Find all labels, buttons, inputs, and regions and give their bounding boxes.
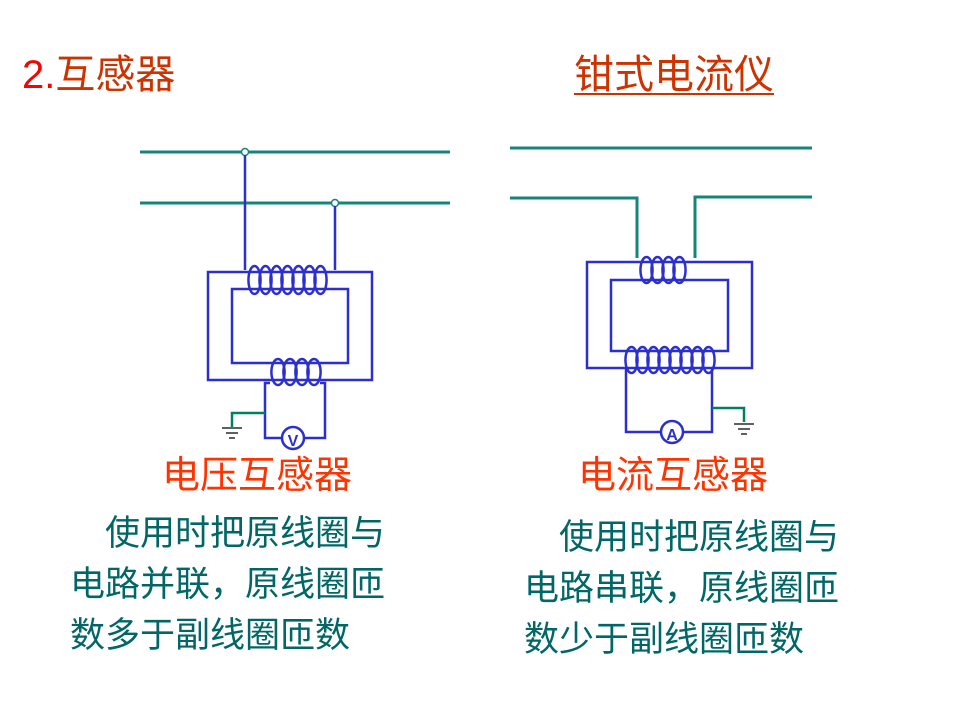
left-secondary-coil — [270, 357, 322, 387]
left-primary-coil — [247, 264, 328, 296]
voltage-transformer-caption: 电压互感器 — [162, 453, 353, 497]
description-line: 电路并联，原线圈匝 — [70, 565, 386, 605]
left-ground-icon — [222, 427, 242, 439]
description-line: 数少于副线圈匝数 — [524, 620, 805, 660]
ammeter-label: A — [666, 427, 678, 444]
right-busbar-right-segment — [693, 195, 812, 258]
slide-heading: 2.互感器 — [22, 50, 175, 100]
right-secondary-coil — [624, 345, 716, 375]
coil-turn — [672, 255, 687, 285]
right-ground-icon — [734, 423, 754, 435]
left-junction-1 — [240, 147, 250, 157]
voltmeter-label: V — [288, 433, 299, 450]
voltmeter-icon — [280, 425, 306, 451]
left-ground-wire — [230, 411, 265, 428]
right-core-inner — [609, 278, 730, 353]
coil-turn — [306, 357, 322, 387]
heading-number: 2. — [22, 53, 56, 97]
right-primary-coil — [639, 255, 687, 285]
coil-turn — [701, 345, 716, 375]
coil-turn — [313, 264, 328, 296]
current-transformer-caption: 电流互感器 — [578, 453, 769, 497]
right-secondary-lead-1 — [624, 368, 661, 434]
voltage-transformer-description: 使用时把原线圈与 电路并联，原线圈匝 数多于副线圈匝数 — [70, 509, 385, 662]
voltage-transformer-diagram: V — [140, 147, 450, 451]
heading-text: 互感器 — [55, 52, 176, 98]
left-junction-2 — [330, 198, 340, 208]
right-ground-wire — [712, 406, 746, 422]
description-line: 电路串联，原线圈匝 — [524, 569, 840, 609]
description-line: 使用时把原线圈与 — [70, 514, 386, 554]
right-busbar-left-segment — [510, 196, 639, 258]
clamp-meter-title[interactable]: 钳式电流仪 — [574, 52, 774, 98]
ammeter-icon — [659, 419, 685, 445]
description-line: 使用时把原线圈与 — [524, 518, 840, 558]
description-line: 数多于副线圈匝数 — [70, 616, 351, 656]
left-secondary-lead-2 — [304, 381, 327, 440]
left-secondary-lead-1 — [263, 381, 282, 440]
current-transformer-diagram: A — [510, 146, 812, 445]
left-core-outer — [206, 270, 374, 382]
left-core-inner — [230, 287, 350, 365]
current-transformer-description: 使用时把原线圈与 电路串联，原线圈匝 数少于副线圈匝数 — [524, 513, 839, 666]
right-secondary-lead-2 — [683, 368, 714, 434]
